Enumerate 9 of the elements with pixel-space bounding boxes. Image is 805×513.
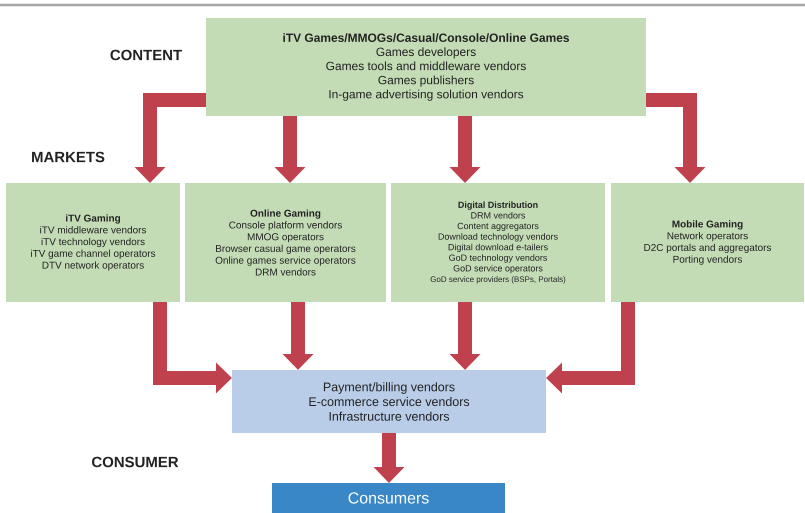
consumer-box: Consumers <box>272 483 505 513</box>
section-label: CONSUMER <box>92 456 178 468</box>
section-label: MARKETS <box>32 152 104 162</box>
content-box: iTV Games/MMOGs/Casual/Console/Online Games Games developers Games tools and middleware vendors Games publishers In-game advertising solution vendors <box>206 18 646 116</box>
market-box: iTV Gaming iTV middleware vendors iTV technology vendors iTV game channel operators DTV network operators <box>6 183 180 302</box>
section-label: CONTENT <box>110 50 182 60</box>
market-box: Mobile Gaming Network operators D2C portals and aggregators Porting vendors <box>611 183 804 302</box>
service-box: Payment/billing vendors E-commerce service vendors Infrastructure vendors <box>232 370 546 433</box>
market-box: Online Gaming Console platform vendors MMOG operators Browser casual game operators Online games service operators DRM vendors <box>185 183 386 302</box>
